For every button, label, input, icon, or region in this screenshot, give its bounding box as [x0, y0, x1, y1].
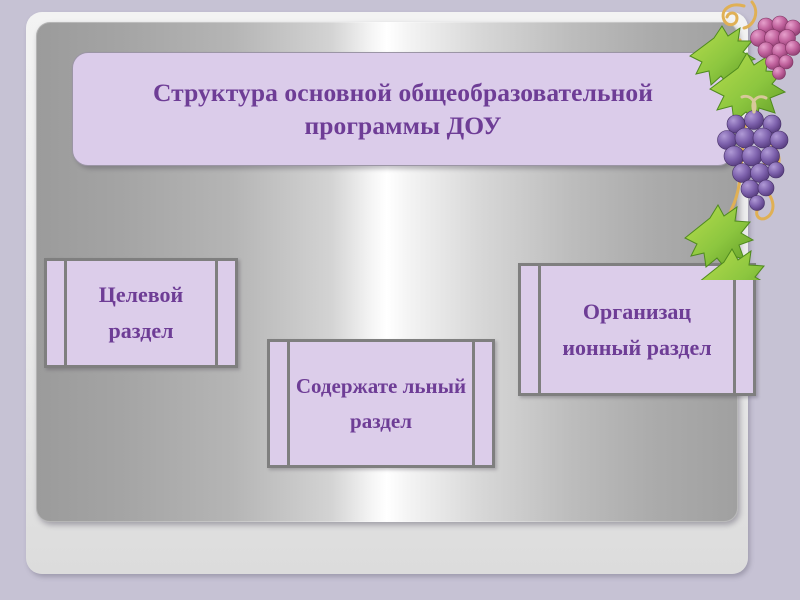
- process-bar-left: [538, 266, 541, 393]
- process-bar-right: [215, 261, 218, 365]
- process-box-label: Содержате льный раздел: [295, 374, 467, 433]
- process-bar-right: [472, 342, 475, 465]
- process-box-label: Организац ионный раздел: [562, 298, 712, 360]
- process-bar-right: [733, 266, 736, 393]
- process-bar-left: [64, 261, 67, 365]
- slide-title-box: Структура основной общеобразовательной п…: [72, 52, 734, 166]
- process-box-label: Целевой раздел: [98, 282, 184, 343]
- grape-cluster-pink: [750, 15, 800, 80]
- process-box-target-section[interactable]: Целевой раздел: [44, 258, 238, 368]
- process-box-content-section[interactable]: Содержате льный раздел: [267, 339, 495, 468]
- slide-title: Структура основной общеобразовательной п…: [152, 77, 654, 140]
- process-box-organizational-section[interactable]: Организац ионный раздел: [518, 263, 756, 396]
- process-bar-left: [287, 342, 290, 465]
